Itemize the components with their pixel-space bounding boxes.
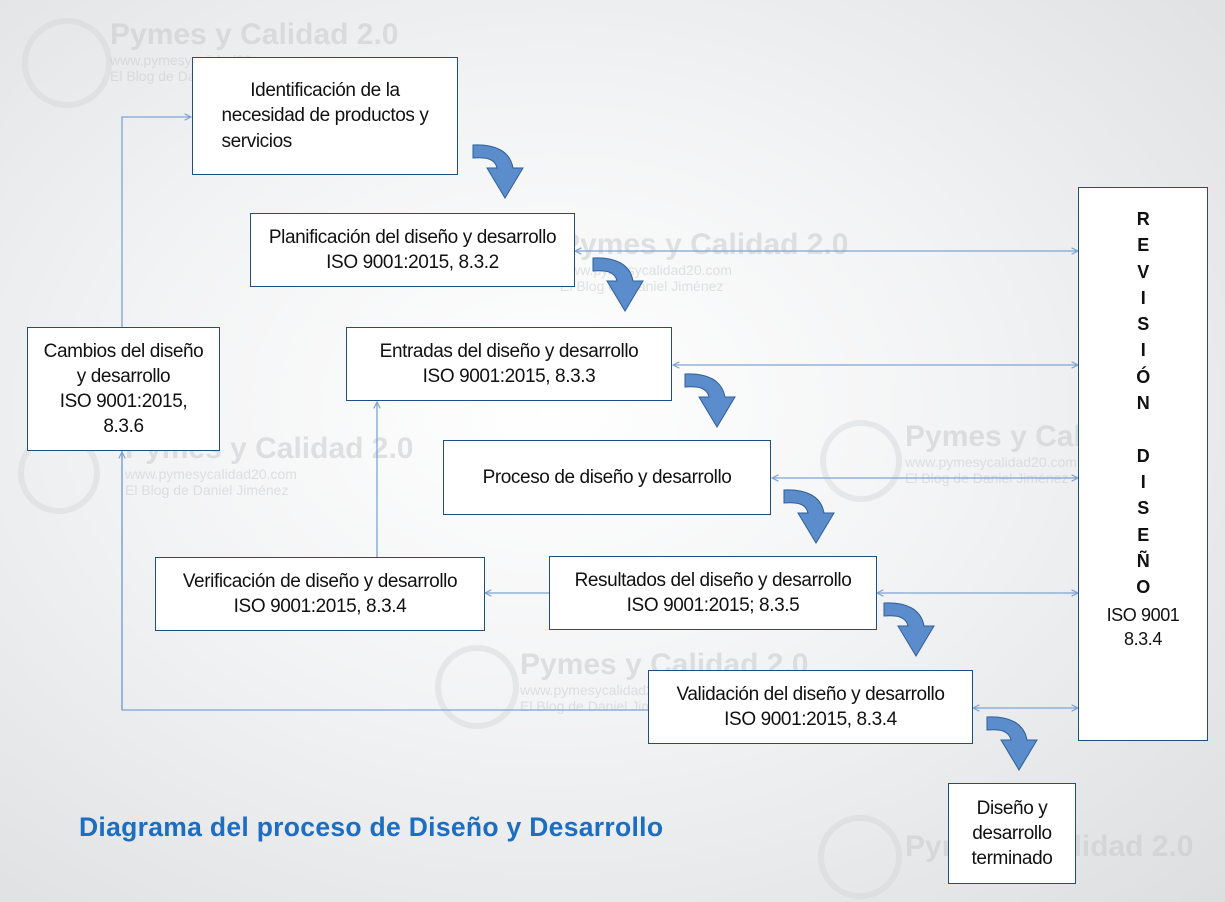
revision-letter: V <box>1137 261 1149 282</box>
watermark-logo <box>435 645 519 729</box>
revision-letter: S <box>1137 314 1149 335</box>
box-line: necesidad de productos y <box>221 105 429 127</box>
box-line: Identificación de la <box>250 80 400 102</box>
revision-letter: E <box>1137 524 1149 545</box>
box-line: Proceso de diseño y desarrollo <box>482 466 732 488</box>
revision-letter: D <box>1136 445 1150 466</box>
box-entradas: Entradas del diseño y desarrollo ISO 900… <box>346 327 672 401</box>
flow-arrow <box>986 716 1038 771</box>
watermark-logo <box>820 420 902 502</box>
flow-arrow <box>883 602 935 657</box>
flow-arrow <box>783 489 835 544</box>
box-line: ISO 9001:2015; 8.3.5 <box>626 595 800 616</box>
revision-letter: S <box>1137 498 1149 519</box>
revision-letter: N <box>1136 393 1150 414</box>
revision-letter: R <box>1136 209 1150 229</box>
revision-letter: E <box>1137 235 1149 256</box>
box-line: ISO 9001:2015, 8.3.2 <box>326 252 499 273</box>
revision-letter: Ó <box>1136 366 1150 387</box>
box-line: Planificación del diseño y desarrollo <box>268 226 557 248</box>
box-line: Verificación de diseño y desarrollo <box>182 570 458 592</box>
box-line: ISO 9001:2015, <box>59 391 188 412</box>
box-line: ISO 9001:2015, 8.3.4 <box>233 596 407 617</box>
flow-arrow <box>472 144 524 199</box>
box-line: terminado <box>971 848 1053 870</box>
flow-arrow <box>684 373 736 428</box>
box-line: Resultados del diseño y desarrollo <box>574 569 852 591</box>
box-identificacion: Identificación de la necesidad de produc… <box>192 57 458 175</box>
revision-letter <box>1141 416 1146 442</box>
revision-letter: I <box>1140 471 1146 492</box>
box-line: Diseño y <box>976 797 1048 819</box>
watermark-logo <box>22 18 112 108</box>
revision-letter: I <box>1140 340 1146 361</box>
box-line: desarrollo <box>972 822 1052 844</box>
box-line: ISO 9001:2015, 8.3.3 <box>422 366 596 387</box>
box-line: 8.3.6 <box>103 416 144 438</box>
box-resultados: Resultados del diseño y desarrollo ISO 9… <box>549 556 877 630</box>
box-line: Entradas del diseño y desarrollo <box>379 340 639 362</box>
box-line: Cambios del diseño <box>43 340 204 362</box>
flow-arrow <box>592 257 644 312</box>
box-line: servicios <box>221 130 293 152</box>
box-verificacion: Verificación de diseño y desarrollo ISO … <box>155 557 485 631</box>
box-proceso: Proceso de diseño y desarrollo <box>443 440 771 515</box>
revision-letter: Ñ <box>1136 550 1150 571</box>
revision-iso: 8.3.4 <box>1123 628 1163 649</box>
box-planificacion: Planificación del diseño y desarrollo IS… <box>250 213 575 287</box>
diagram-title: Diagrama del proceso de Diseño y Desarro… <box>79 812 664 842</box>
box-line: Validación del diseño y desarrollo <box>676 683 945 705</box>
box-terminado: Diseño y desarrollo terminado <box>948 783 1076 884</box>
box-revision-diseno: R E V I S I Ó N D I S E Ñ O ISO 9001 8.3… <box>1078 187 1208 741</box>
revision-iso: ISO 9001 <box>1106 605 1180 626</box>
watermark-logo <box>818 815 902 899</box>
box-cambios: Cambios del diseño y desarrollo ISO 9001… <box>27 327 220 451</box>
box-validacion: Validación del diseño y desarrollo ISO 9… <box>648 670 973 744</box>
box-line: ISO 9001:2015, 8.3.4 <box>724 709 897 730</box>
box-line: y desarrollo <box>76 365 171 387</box>
revision-letter: O <box>1136 577 1150 598</box>
revision-letter: I <box>1140 287 1146 308</box>
